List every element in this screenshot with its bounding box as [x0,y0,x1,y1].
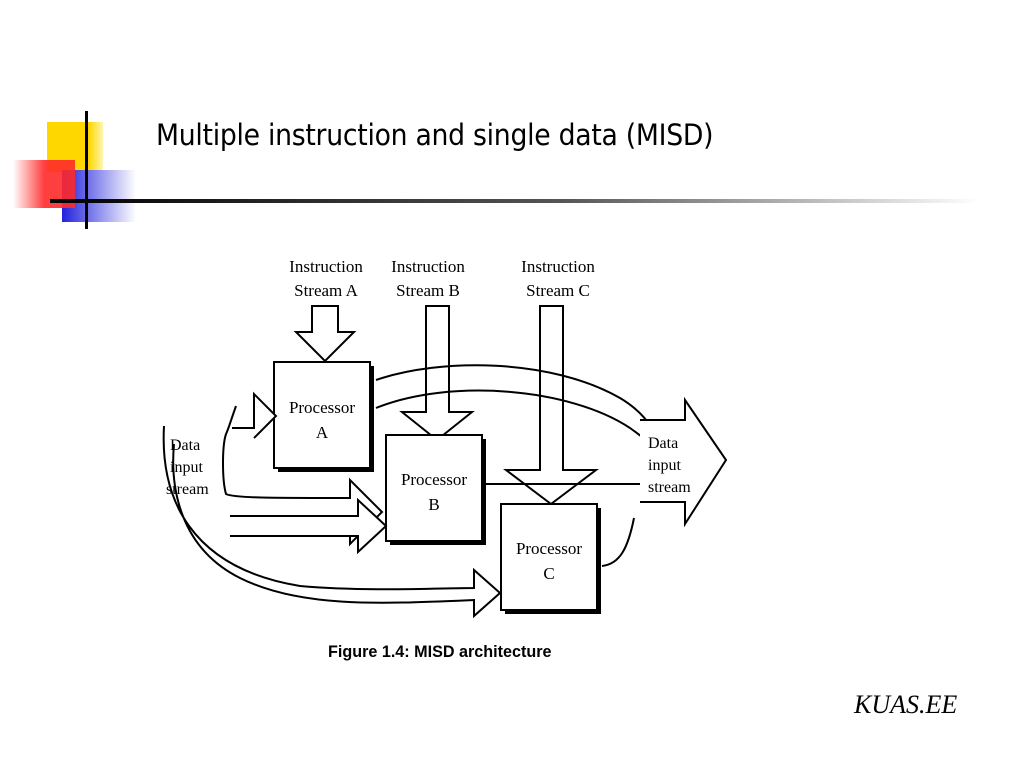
slide-footer: KUAS.EE [854,690,958,719]
misd-diagram: Instruction Stream A Instruction Stream … [162,257,728,619]
slide-decoration [13,111,980,229]
processor-a-label-2: A [316,423,329,442]
instruction-stream-b-label-2: Stream B [396,281,460,300]
figure-caption: Figure 1.4: MISD architecture [328,642,552,661]
processor-a-box [273,361,371,469]
processor-a-label-1: Processor [289,398,355,417]
processor-c-box [500,503,598,611]
data-input-right-label-1: Data [648,435,678,452]
instruction-arrow-c [503,305,599,506]
decor-vertical-line [85,111,88,229]
data-input-left-label-3: stream [166,481,209,498]
data-arrow-to-b [230,497,388,555]
instruction-arrow-b [399,305,475,442]
data-input-left-label-1: Data [170,437,200,454]
processor-b-box [385,434,483,542]
data-input-right-label-2: input [648,457,681,474]
instruction-stream-b-label-1: Instruction [391,257,465,276]
instruction-arrow-a [293,305,357,363]
data-output-arrow [640,396,728,528]
data-input-left-label-2: input [170,459,203,476]
data-curve-from-c [601,517,635,567]
instruction-stream-a-label-2: Stream A [294,281,358,300]
data-arrow-to-c [162,425,502,619]
instruction-stream-a-label-1: Instruction [289,257,363,276]
data-input-right-label-3: stream [648,479,691,496]
processor-b-label-2: B [428,495,439,514]
processor-c-label-2: C [543,564,554,583]
instruction-stream-c-label-1: Instruction [521,257,595,276]
title-underline [50,199,980,203]
data-arrow-into-a [232,391,278,439]
slide-title: Multiple instruction and single data (MI… [156,118,714,152]
processor-c-label-1: Processor [516,539,582,558]
processor-b-label-1: Processor [401,470,467,489]
instruction-stream-c-label-2: Stream C [526,281,590,300]
